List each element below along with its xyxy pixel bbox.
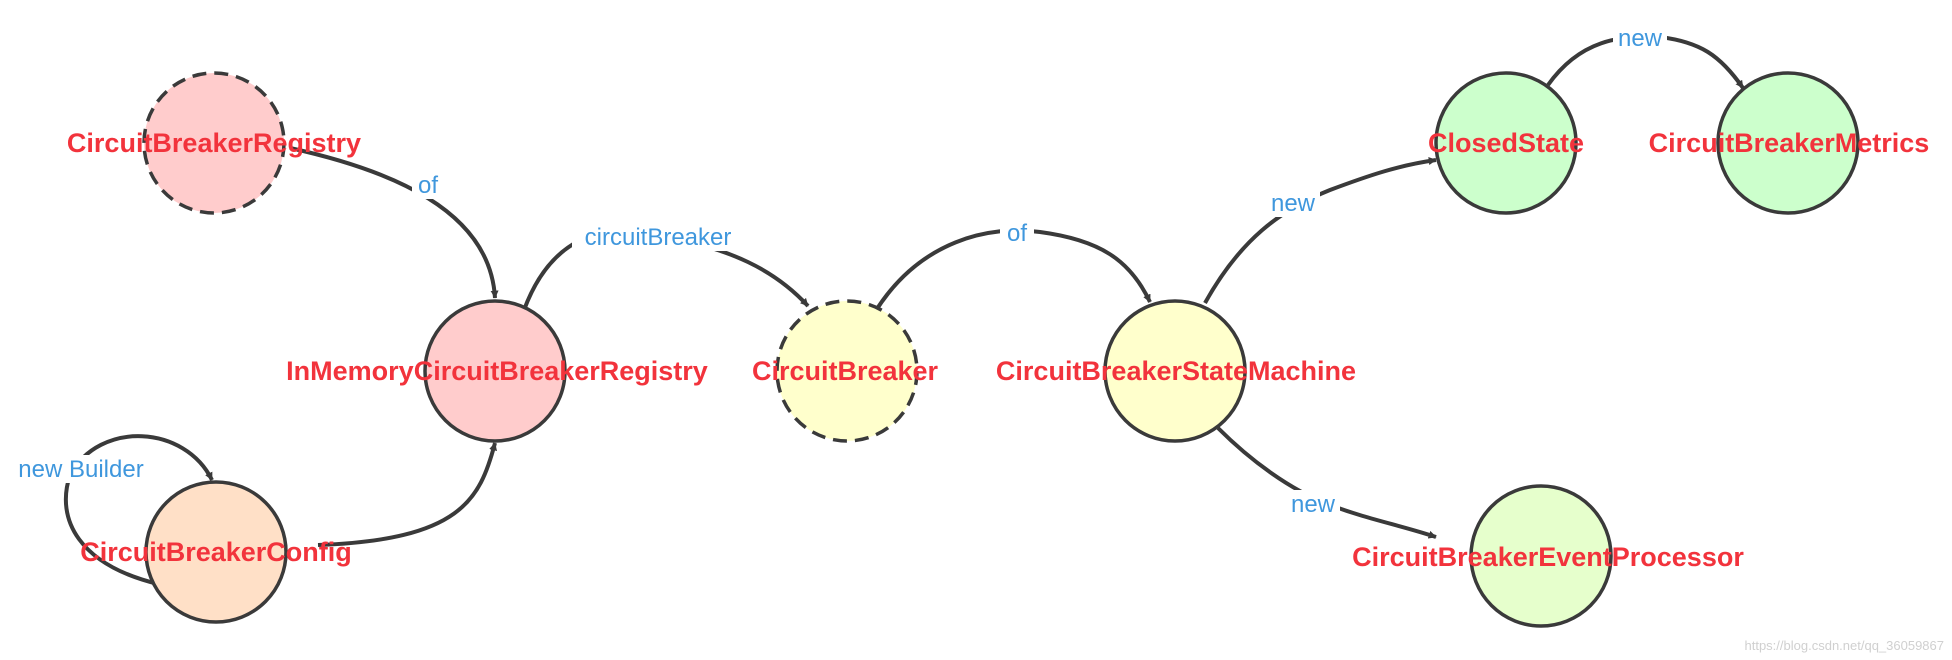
edge-labels: of new Builder circuitBreaker of new new… [8,24,1667,518]
edge-label-new-metrics: new [1618,25,1663,52]
edge-registry-inmemory [289,146,499,299]
edge-label-new-event-processor: new [1291,491,1336,518]
node-circuit-breaker-event-processor[interactable] [1469,484,1613,628]
edge-label-new-builder: new Builder [18,456,143,483]
edge-label-new-closed: new [1271,190,1316,217]
node-label-circuit-breaker-registry: CircuitBreakerRegistry [67,128,361,158]
edge-breaker-statemachine [873,228,1152,314]
edge-statemachine-eventprocessor [1216,426,1437,539]
edge-config-inmemory [317,442,498,547]
watermark: https://blog.csdn.net/qq_36059867 [1745,638,1945,653]
edge-label-circuit-breaker: circuitBreaker [585,224,732,251]
node-label-circuit-breaker-metrics: CircuitBreakerMetrics [1649,128,1930,158]
edge-label-of-1: of [418,172,438,199]
node-circuit-breaker-metrics[interactable] [1716,71,1860,215]
node-circuit-breaker-registry[interactable] [142,71,286,215]
node-label-circuit-breaker: CircuitBreaker [752,356,939,386]
edge-statemachine-closed [1203,157,1437,304]
node-label-closed-state: ClosedState [1428,128,1584,158]
node-label-circuit-breaker-config: CircuitBreakerConfig [80,537,352,567]
node-circuit-breaker[interactable] [775,299,919,443]
node-circuit-breaker-state-machine[interactable] [1103,299,1247,443]
node-in-memory-circuit-breaker-registry[interactable] [423,299,567,443]
node-closed-state[interactable] [1434,71,1578,215]
node-label-circuit-breaker-event-processor: CircuitBreakerEventProcessor [1352,542,1744,572]
node-circuit-breaker-config[interactable] [144,480,288,624]
node-label-in-memory-circuit-breaker-registry: InMemoryCircuitBreakerRegistry [286,356,708,386]
nodes [142,71,1860,628]
edge-label-of-2: of [1007,220,1027,247]
node-labels: CircuitBreakerRegistry InMemoryCircuitBr… [67,128,1929,572]
node-label-circuit-breaker-state-machine: CircuitBreakerStateMachine [996,356,1356,386]
